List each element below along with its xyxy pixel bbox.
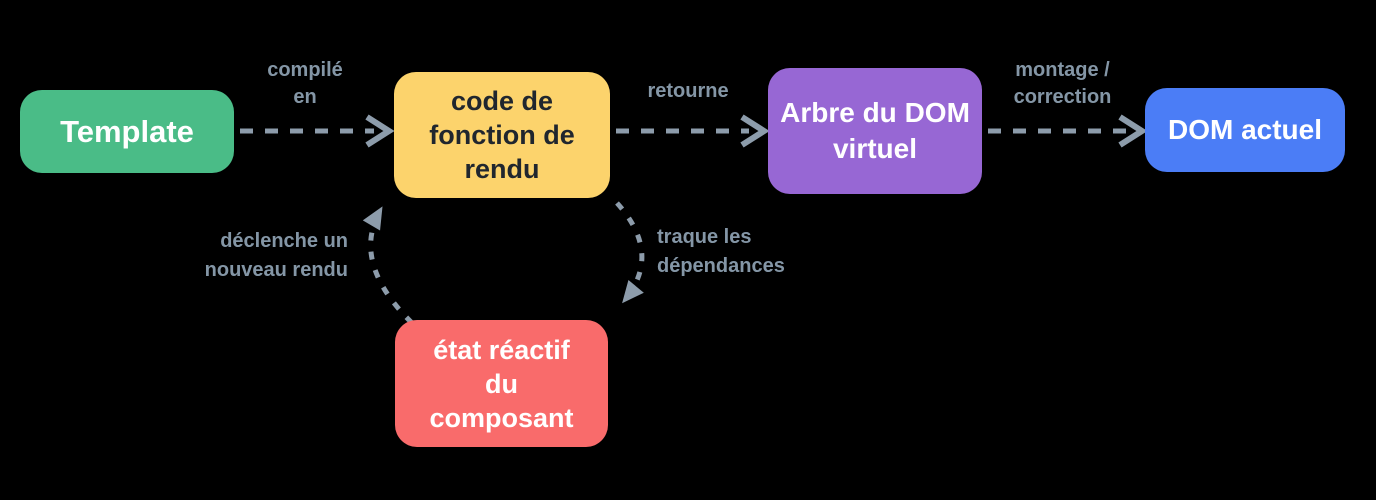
node-virtual-dom-tree: Arbre du DOM virtuel [768, 68, 982, 194]
node-virtual-dom-tree-label: Arbre du DOM [780, 97, 970, 128]
node-reactive-state-label: du [485, 368, 518, 399]
edge-label-mount-patch: montage / correction [985, 57, 1140, 111]
edge-label-mount-patch-line: correction [1013, 86, 1112, 108]
node-reactive-state-label: état réactif [433, 334, 570, 365]
edge-label-track-dependencies: traque les dépendances [657, 223, 877, 281]
edge-label-compile: compilé en [235, 57, 375, 111]
edge-label-trigger-rerender-line: déclenche un [220, 230, 348, 252]
edge-label-track-dependencies-line: traque les [657, 226, 752, 248]
edge-label-mount-patch-line: montage / [1015, 59, 1110, 81]
node-virtual-dom-tree-label: virtuel [832, 133, 918, 164]
node-template-label: Template [60, 113, 194, 149]
node-reactive-state-label: composant [429, 402, 574, 433]
node-reactive-state: état réactif du composant [395, 320, 608, 447]
node-render-function-code-label: rendu [464, 154, 540, 184]
cycle-arc-track-dependencies [615, 201, 645, 304]
edge-label-compile-line: compilé [267, 59, 343, 81]
edge-label-returns-line: retourne [647, 80, 729, 102]
edge-label-returns: retourne [628, 78, 748, 105]
edge-label-track-dependencies-line: dépendances [657, 255, 785, 277]
node-template: Template [20, 90, 234, 173]
edge-label-trigger-rerender-line: nouveau rendu [204, 259, 348, 281]
edge-label-compile-line: en [293, 86, 317, 108]
node-render-function-code-label: fonction de [429, 120, 575, 150]
node-actual-dom-label: DOM actuel [1167, 114, 1323, 145]
node-render-function-code: code de fonction de rendu [394, 72, 610, 198]
node-actual-dom: DOM actuel [1145, 88, 1345, 172]
arrowhead-returns-icon [740, 114, 770, 148]
arrowhead-mount-icon [1118, 114, 1148, 148]
node-render-function-code-label: code de [450, 86, 554, 116]
arrowhead-compile-icon [365, 114, 395, 148]
cycle-arc-trigger-rerender [362, 206, 414, 325]
edge-label-trigger-rerender: déclenche un nouveau rendu [145, 227, 348, 285]
